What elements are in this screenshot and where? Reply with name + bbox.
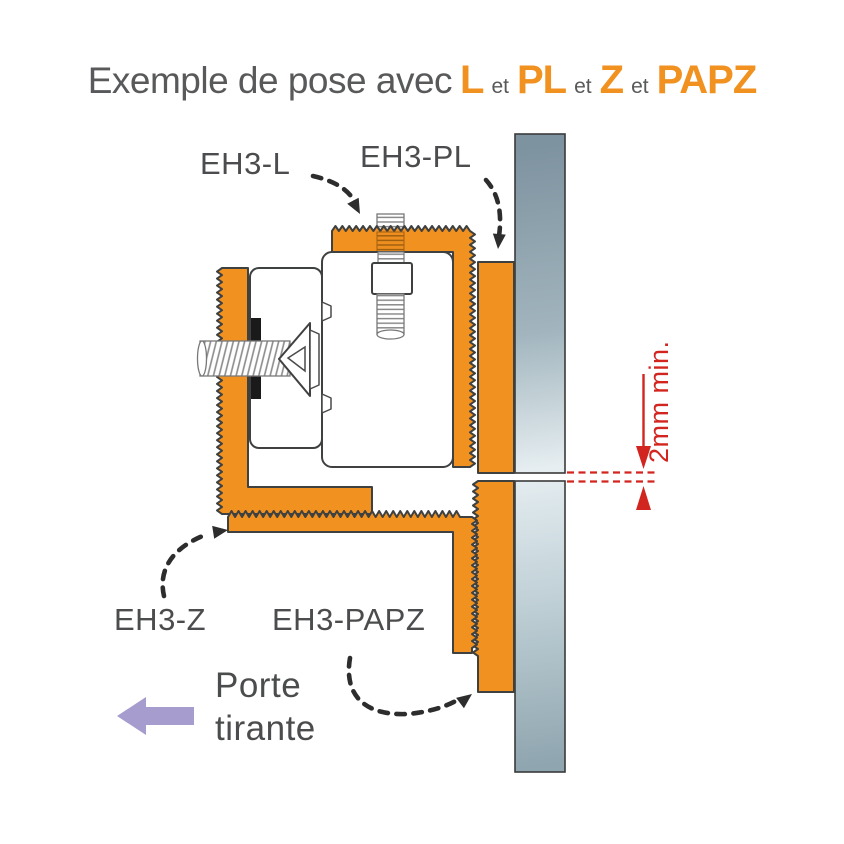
- eh3-l-leader-arrow: [310, 173, 358, 206]
- eh3-z-upper-piece: [216, 267, 373, 515]
- eh3-z-leader-arrow: [160, 532, 208, 599]
- dimension-arrow-up: [636, 486, 651, 510]
- title-connector: et: [631, 75, 649, 98]
- cone-collar: [309, 329, 320, 390]
- door-pull-label-line2: tirante: [215, 709, 316, 748]
- door-panel: [514, 133, 566, 773]
- title-connector: et: [491, 75, 509, 98]
- title-product-l: L: [460, 58, 484, 102]
- dimension-arrow-down: [636, 446, 651, 469]
- gap-dimension-label: 2mm min.: [644, 340, 674, 463]
- body-tab-bottom: [321, 393, 332, 414]
- door-panel-upper: [514, 133, 566, 474]
- callout-eh3-pl: EH3-PL: [360, 139, 472, 174]
- bolt-lower-threads: [376, 293, 405, 335]
- eh3-z-arrowhead-icon: [212, 525, 228, 539]
- callout-eh3-papz: EH3-PAPZ: [272, 602, 426, 637]
- adjustment-bolt: [371, 251, 413, 340]
- eh3-l-bracket: [331, 225, 476, 468]
- callout-eh3-z: EH3-Z: [114, 602, 207, 637]
- door-pull-label: Porte tirante: [215, 664, 316, 750]
- eh3-papz-flat-bar: [472, 480, 515, 693]
- eh3-pl-leader-arrow: [483, 177, 503, 239]
- clamp-screw: [196, 322, 320, 397]
- door-pull-label-line1: Porte: [215, 666, 302, 705]
- title-product-papz: PAPZ: [656, 58, 758, 102]
- eh3-pl-flat-bar: [477, 261, 515, 474]
- title-product-z: Z: [599, 58, 624, 102]
- eh3-l-arrowhead-icon: [347, 197, 360, 214]
- door-panel-lower: [514, 480, 566, 773]
- clamp-screw-end-cap: [196, 340, 208, 377]
- bolt-tip-cap: [376, 329, 405, 340]
- bolt-threads-in-bracket: [376, 231, 405, 253]
- bolt-hex-body: [371, 262, 413, 295]
- title-connector: et: [574, 75, 592, 98]
- gap-dimension: [567, 374, 655, 510]
- eh3-pl-arrowhead-icon: [492, 233, 506, 249]
- cone-inner-detail: [286, 345, 306, 373]
- eh3-papz-arrowhead-icon: [456, 694, 472, 709]
- callout-eh3-l: EH3-L: [200, 146, 291, 181]
- leader-arrows: [160, 173, 506, 717]
- title-prefix: Exemple de pose avec: [87, 60, 453, 101]
- title-product-pl: PL: [516, 58, 567, 102]
- door-direction-arrow-icon: [117, 697, 194, 735]
- clamp-screw-threads: [199, 340, 291, 377]
- eh3-papz-leader-arrow: [346, 655, 462, 717]
- body-tab-top: [321, 301, 332, 322]
- eh3-z-bracket: [227, 510, 478, 654]
